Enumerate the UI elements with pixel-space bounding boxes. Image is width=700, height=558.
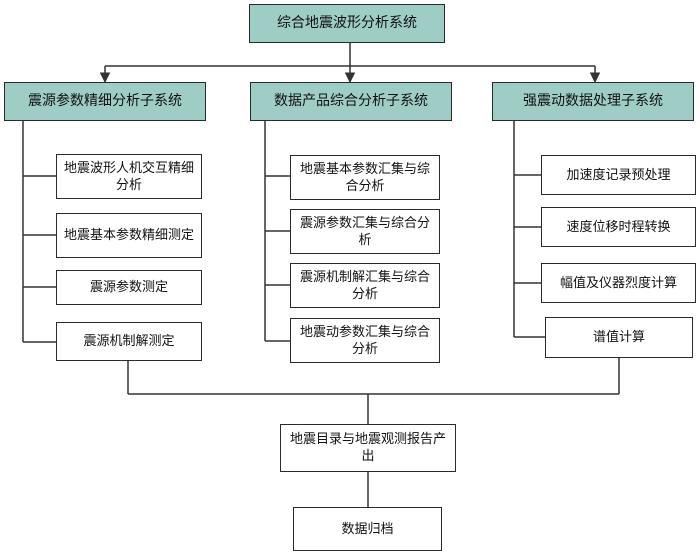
system-title: 综合地震波形分析系统: [277, 15, 417, 31]
item-source-params-measure: 震源参数测定: [56, 270, 202, 305]
item-amplitude-intensity-calc: 幅值及仪器烈度计算: [541, 263, 696, 303]
item-focal-mechanism-aggregation: 震源机制解汇集与综合分析: [290, 263, 440, 308]
item-velocity-displacement-conversion: 速度位移时程转换: [541, 207, 696, 247]
subsystem-header-source-params: 震源参数精细分析子系统: [4, 82, 206, 121]
subsystem-header-data-products: 数据产品综合分析子系统: [250, 82, 452, 121]
subsystem-header-strong-motion: 强震动数据处理子系统: [492, 82, 694, 121]
item-focal-mechanism-measure: 震源机制解测定: [56, 322, 202, 361]
output-catalog-report: 地震目录与地震观测报告产出: [280, 424, 456, 472]
item-basic-params-aggregation: 地震基本参数汇集与综合分析: [290, 155, 440, 200]
item-ground-motion-aggregation: 地震动参数汇集与综合分析: [290, 318, 440, 363]
item-acceleration-preprocess: 加速度记录预处理: [541, 155, 696, 195]
system-title-box: 综合地震波形分析系统: [249, 4, 445, 43]
item-spectrum-calc: 谱值计算: [545, 317, 693, 358]
item-basic-params-fine-measure: 地震基本参数精细测定: [56, 213, 202, 258]
item-waveform-interactive-analysis: 地震波形人机交互精细分析: [56, 154, 202, 199]
item-source-params-aggregation: 震源参数汇集与综合分析: [290, 209, 440, 254]
output-data-archive: 数据归档: [293, 507, 442, 551]
